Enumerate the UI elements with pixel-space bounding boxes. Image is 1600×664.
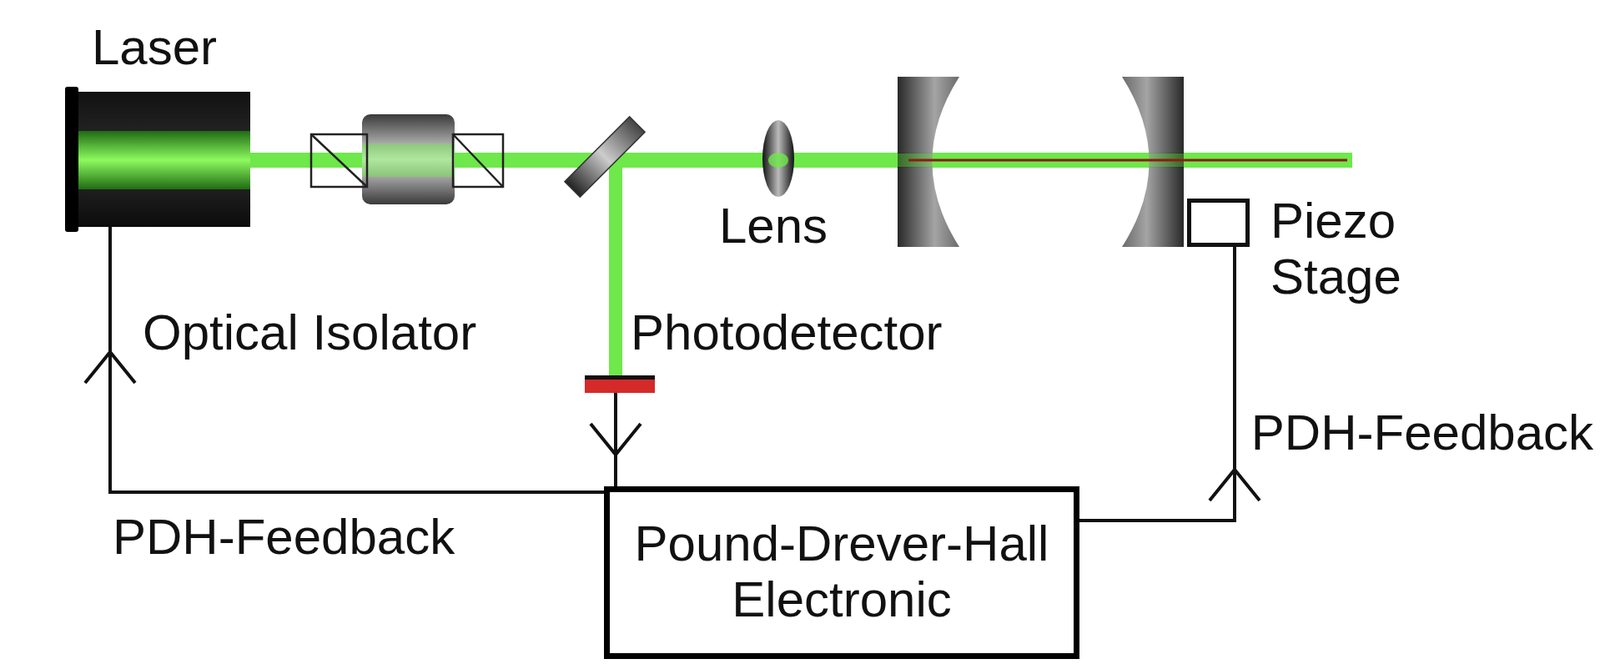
wire-line [1079, 246, 1235, 521]
arrow-head [1209, 469, 1260, 501]
node-text: Pound-Drever-Hall Electronic [619, 515, 1064, 628]
cavity-mode [908, 159, 1348, 162]
isolator-polarizer [311, 134, 368, 187]
node-text: Laser [91, 19, 217, 76]
isolator-polarizer [311, 134, 368, 187]
beam-splitter [564, 116, 645, 197]
isolator-beam-glow [362, 143, 455, 177]
laser-body [76, 91, 251, 227]
isolator-polarizer [452, 134, 504, 187]
isolator-cylinder [362, 114, 455, 205]
feedback-wire [1079, 246, 1260, 521]
isolator-polarizer [452, 134, 504, 187]
wire-line [110, 226, 604, 493]
lens [762, 120, 795, 197]
photodetector: Photodetector [584, 375, 655, 393]
laser-head: Laser [66, 91, 251, 227]
lens-beam-glow [768, 152, 789, 168]
part-label: Optical Isolator [142, 304, 477, 361]
feedback-wire [590, 392, 641, 487]
node-text: Piezo Stage [1270, 192, 1455, 305]
node-text: Photodetector [630, 304, 943, 361]
pdh-electronics-box: Pound-Drever-Hall Electronic [603, 486, 1080, 660]
reflected-beam [608, 160, 623, 376]
arrow-head [85, 352, 136, 383]
laser-gain-medium [78, 130, 251, 190]
laser-end-cap [65, 86, 79, 232]
edge-label: PDH-Feedback [1251, 404, 1594, 461]
piezo-stage-box: Piezo Stage [1187, 198, 1250, 247]
part-label: Lens [719, 197, 828, 254]
arrow-head [590, 423, 641, 455]
edge-label: PDH-Feedback [112, 508, 455, 565]
feedback-wire [85, 226, 604, 493]
wire-line [613, 392, 618, 487]
